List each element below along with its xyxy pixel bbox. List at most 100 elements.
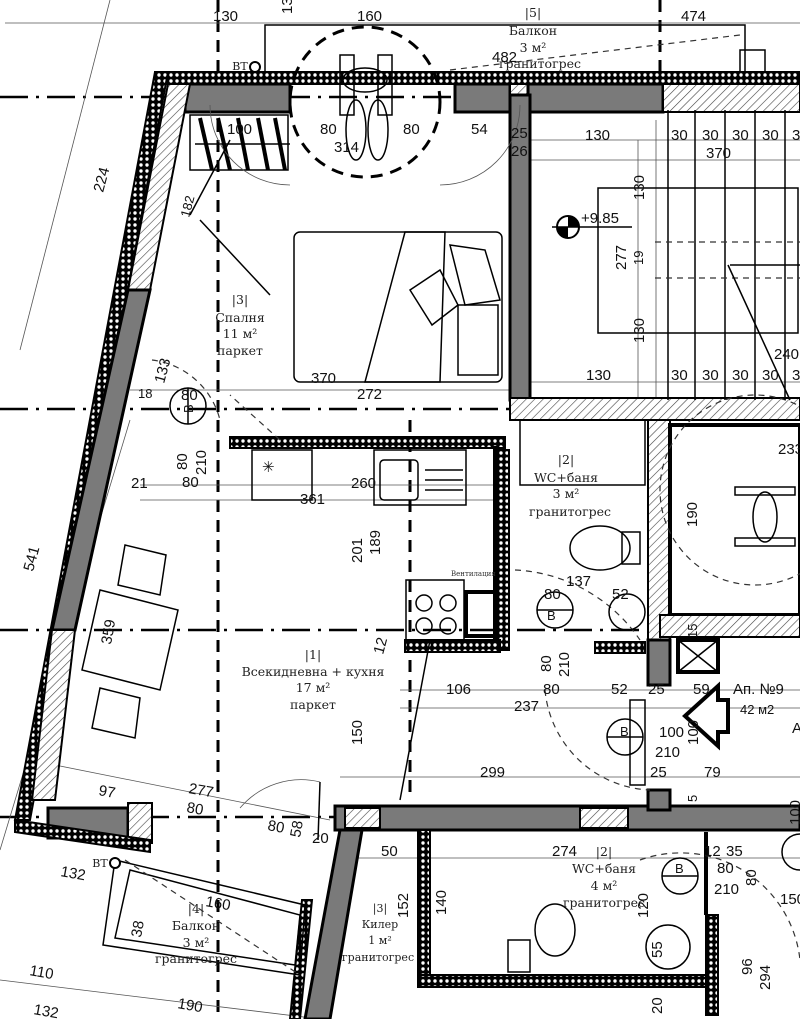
svg-text:21: 21: [131, 475, 148, 492]
wheelchair-icon: [339, 54, 393, 161]
svg-text:80: 80: [403, 121, 420, 138]
svg-text:26: 26: [511, 143, 528, 160]
svg-text:482: 482: [492, 49, 517, 66]
svg-text:130: 130: [213, 8, 238, 25]
svg-text:17 м²: 17 м²: [296, 680, 331, 695]
bt-label-bottom: ВТ: [92, 857, 108, 870]
svg-text:299: 299: [480, 764, 505, 781]
door-mark-bedroom: В: [181, 404, 196, 413]
exterior-walls: [13, 71, 800, 1019]
bt-marker-bottom: [109, 857, 121, 869]
svg-text:140: 140: [433, 890, 450, 915]
svg-text:58: 58: [287, 819, 307, 838]
svg-text:160: 160: [357, 8, 382, 25]
toilet-lower: [507, 903, 691, 973]
svg-text:106: 106: [446, 681, 471, 698]
svg-text:25: 25: [511, 125, 528, 142]
svg-text:359: 359: [98, 618, 119, 646]
svg-text:|2|: |2|: [596, 844, 612, 859]
dimensions-living: 106 80 52 25 237 59 150 299 100 210 100 …: [349, 681, 721, 802]
svg-text:80: 80: [717, 860, 734, 877]
room-label-wc-bath-lower: |2| WC+баня 4 м² гранитогрес: [563, 844, 645, 910]
svg-text:54: 54: [471, 121, 488, 138]
svg-text:Всекидневна + кухня: Всекидневна + кухня: [242, 664, 385, 679]
svg-text:30: 30: [702, 127, 719, 144]
wardrobe: [189, 114, 290, 171]
svg-text:201: 201: [349, 538, 366, 563]
svg-text:224: 224: [90, 165, 113, 194]
svg-text:|3|: |3|: [373, 902, 387, 916]
svg-text:12: 12: [370, 636, 391, 657]
svg-text:52: 52: [612, 586, 629, 603]
svg-text:240: 240: [774, 346, 799, 363]
svg-text:233: 233: [778, 441, 800, 458]
dimensions-bedroom: 370 272 80 210 80: [174, 370, 382, 491]
svg-text:133: 133: [151, 356, 174, 385]
svg-text:130: 130: [585, 127, 610, 144]
svg-text:Балкон: Балкон: [509, 23, 557, 38]
svg-text:20: 20: [649, 997, 666, 1014]
svg-text:150: 150: [780, 891, 800, 908]
svg-text:паркет: паркет: [217, 343, 263, 358]
svg-text:210: 210: [714, 881, 739, 898]
svg-text:55: 55: [649, 941, 666, 958]
svg-text:100: 100: [227, 121, 252, 138]
svg-text:гранитогрес: гранитогрес: [342, 951, 414, 964]
svg-text:Спалня: Спалня: [215, 310, 265, 325]
kitchen-counter: ✳: [251, 449, 467, 506]
room-label-balcony-top: |5| Балкон 3 м² гранитогрес: [499, 5, 581, 71]
room-label-storage: |3| Килер 1 м² гранитогрес: [342, 902, 414, 964]
toilet: [569, 525, 641, 571]
level-mark-value: +9.85: [581, 210, 619, 227]
svg-text:80: 80: [174, 453, 191, 470]
svg-text:1 м²: 1 м²: [368, 934, 391, 947]
svg-text:|5|: |5|: [525, 5, 541, 20]
staircase: [597, 110, 800, 401]
svg-text:|4|: |4|: [188, 901, 204, 916]
dimensions-bottom-left: 97 277 80 80 58 20 132 160 38 110 190 13…: [28, 780, 328, 1019]
dimensions-bottom-right: 50 152 140 274 12 35 80 210 80 150 120 5…: [381, 800, 800, 1014]
svg-text:30: 30: [671, 367, 688, 384]
svg-text:210: 210: [556, 652, 573, 677]
svg-text:80: 80: [544, 586, 561, 603]
svg-text:541: 541: [20, 544, 43, 573]
svg-text:|2|: |2|: [558, 452, 574, 467]
svg-text:97: 97: [97, 782, 116, 802]
svg-text:132: 132: [59, 863, 87, 884]
svg-text:100: 100: [787, 800, 800, 825]
double-bed: [293, 231, 503, 383]
dimensions-bath: 137 80 52 80 210 190 233 15: [538, 441, 800, 677]
svg-text:гранитогрес: гранитогрес: [563, 895, 645, 910]
bt-label-top: ВТ: [232, 60, 248, 73]
svg-text:30: 30: [762, 127, 779, 144]
svg-text:277: 277: [187, 780, 215, 801]
dimensions-left: 224 182 133 18 80 541 21 359: [20, 165, 197, 645]
svg-text:260: 260: [351, 475, 376, 492]
svg-text:150: 150: [349, 720, 366, 745]
room-label-balcony-bottom: |4| Балкон 3 м² гранитогрес: [155, 901, 237, 966]
apartment-area: 42 м2: [740, 702, 774, 717]
svg-text:30: 30: [671, 127, 688, 144]
svg-text:130: 130: [631, 318, 648, 343]
svg-text:80: 80: [266, 817, 285, 837]
svg-text:272: 272: [357, 386, 382, 403]
svg-text:474: 474: [681, 8, 706, 25]
svg-text:30: 30: [732, 127, 749, 144]
svg-text:3 м²: 3 м²: [520, 40, 547, 55]
wheelchair-icon-lift: [734, 486, 796, 547]
bt-marker-top: [249, 61, 261, 73]
svg-text:210: 210: [655, 744, 680, 761]
svg-text:132: 132: [32, 1001, 60, 1019]
svg-text:80: 80: [538, 655, 555, 672]
svg-text:30: 30: [702, 367, 719, 384]
svg-text:гранитогрес: гранитогрес: [499, 56, 581, 71]
svg-text:4 м²: 4 м²: [591, 878, 618, 893]
svg-text:182: 182: [177, 194, 197, 219]
svg-text:370: 370: [311, 370, 336, 387]
door-mark-bath: В: [547, 608, 556, 623]
door-mark-entrance: В: [620, 724, 629, 739]
svg-text:110: 110: [28, 962, 55, 983]
svg-text:80: 80: [185, 799, 204, 819]
